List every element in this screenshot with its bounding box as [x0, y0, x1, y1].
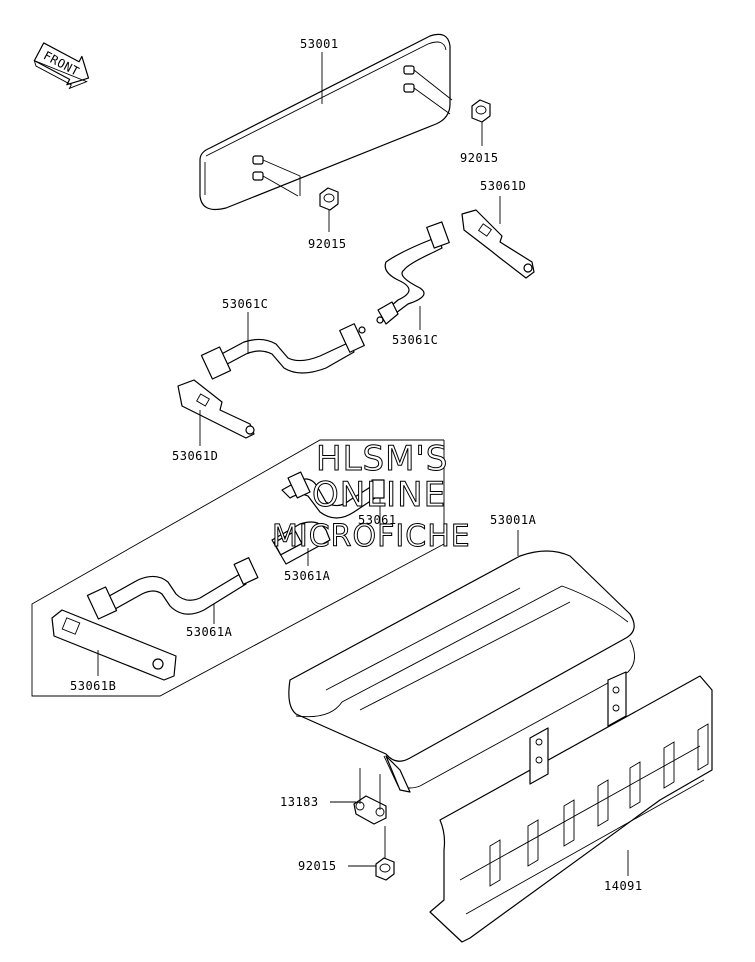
assembly-box — [31, 439, 445, 697]
bracket-53061B — [51, 609, 177, 681]
label-53061C-right: 53061C — [392, 333, 438, 347]
bracket-53061D-top — [461, 209, 535, 279]
strap-53061A-left — [86, 557, 259, 620]
watermark-line1: HLSM'S — [316, 439, 448, 479]
label-53061C-left: 53061C — [222, 297, 268, 311]
label-53001A: 53001A — [490, 513, 537, 527]
label-13183: 13183 — [280, 795, 319, 809]
seat-cushion-53001A — [288, 550, 635, 793]
label-53061D-left: 53061D — [172, 449, 218, 463]
watermark-line3: MICROFICHE — [272, 519, 471, 554]
front-arrow-icon: FRONT — [33, 42, 90, 90]
label-14091: 14091 — [604, 879, 643, 893]
bracket-53061D-left — [177, 379, 255, 439]
strap-53061A-right — [271, 521, 331, 565]
nut-icon — [471, 99, 491, 123]
strap-53061C-right — [376, 221, 450, 325]
label-92015-mid: 92015 — [308, 237, 347, 251]
label-53061A-left: 53061A — [186, 625, 233, 639]
label-53001: 53001 — [300, 37, 339, 51]
nut-icon — [319, 187, 339, 211]
strap-53061C-left — [200, 323, 366, 380]
bracket-13183 — [353, 795, 387, 825]
watermark-line2: ONLINE — [312, 475, 446, 515]
seat-back-53001 — [199, 33, 453, 211]
strap-53061 — [281, 471, 385, 519]
seat-base-14091 — [429, 671, 713, 943]
label-53061B: 53061B — [70, 679, 116, 693]
label-53061: 53061 — [358, 513, 397, 527]
label-92015-bottom: 92015 — [298, 859, 337, 873]
nut-icon — [375, 857, 395, 881]
label-92015-top: 92015 — [460, 151, 499, 165]
label-53061A-right: 53061A — [284, 569, 331, 583]
label-53061D-top: 53061D — [480, 179, 526, 193]
